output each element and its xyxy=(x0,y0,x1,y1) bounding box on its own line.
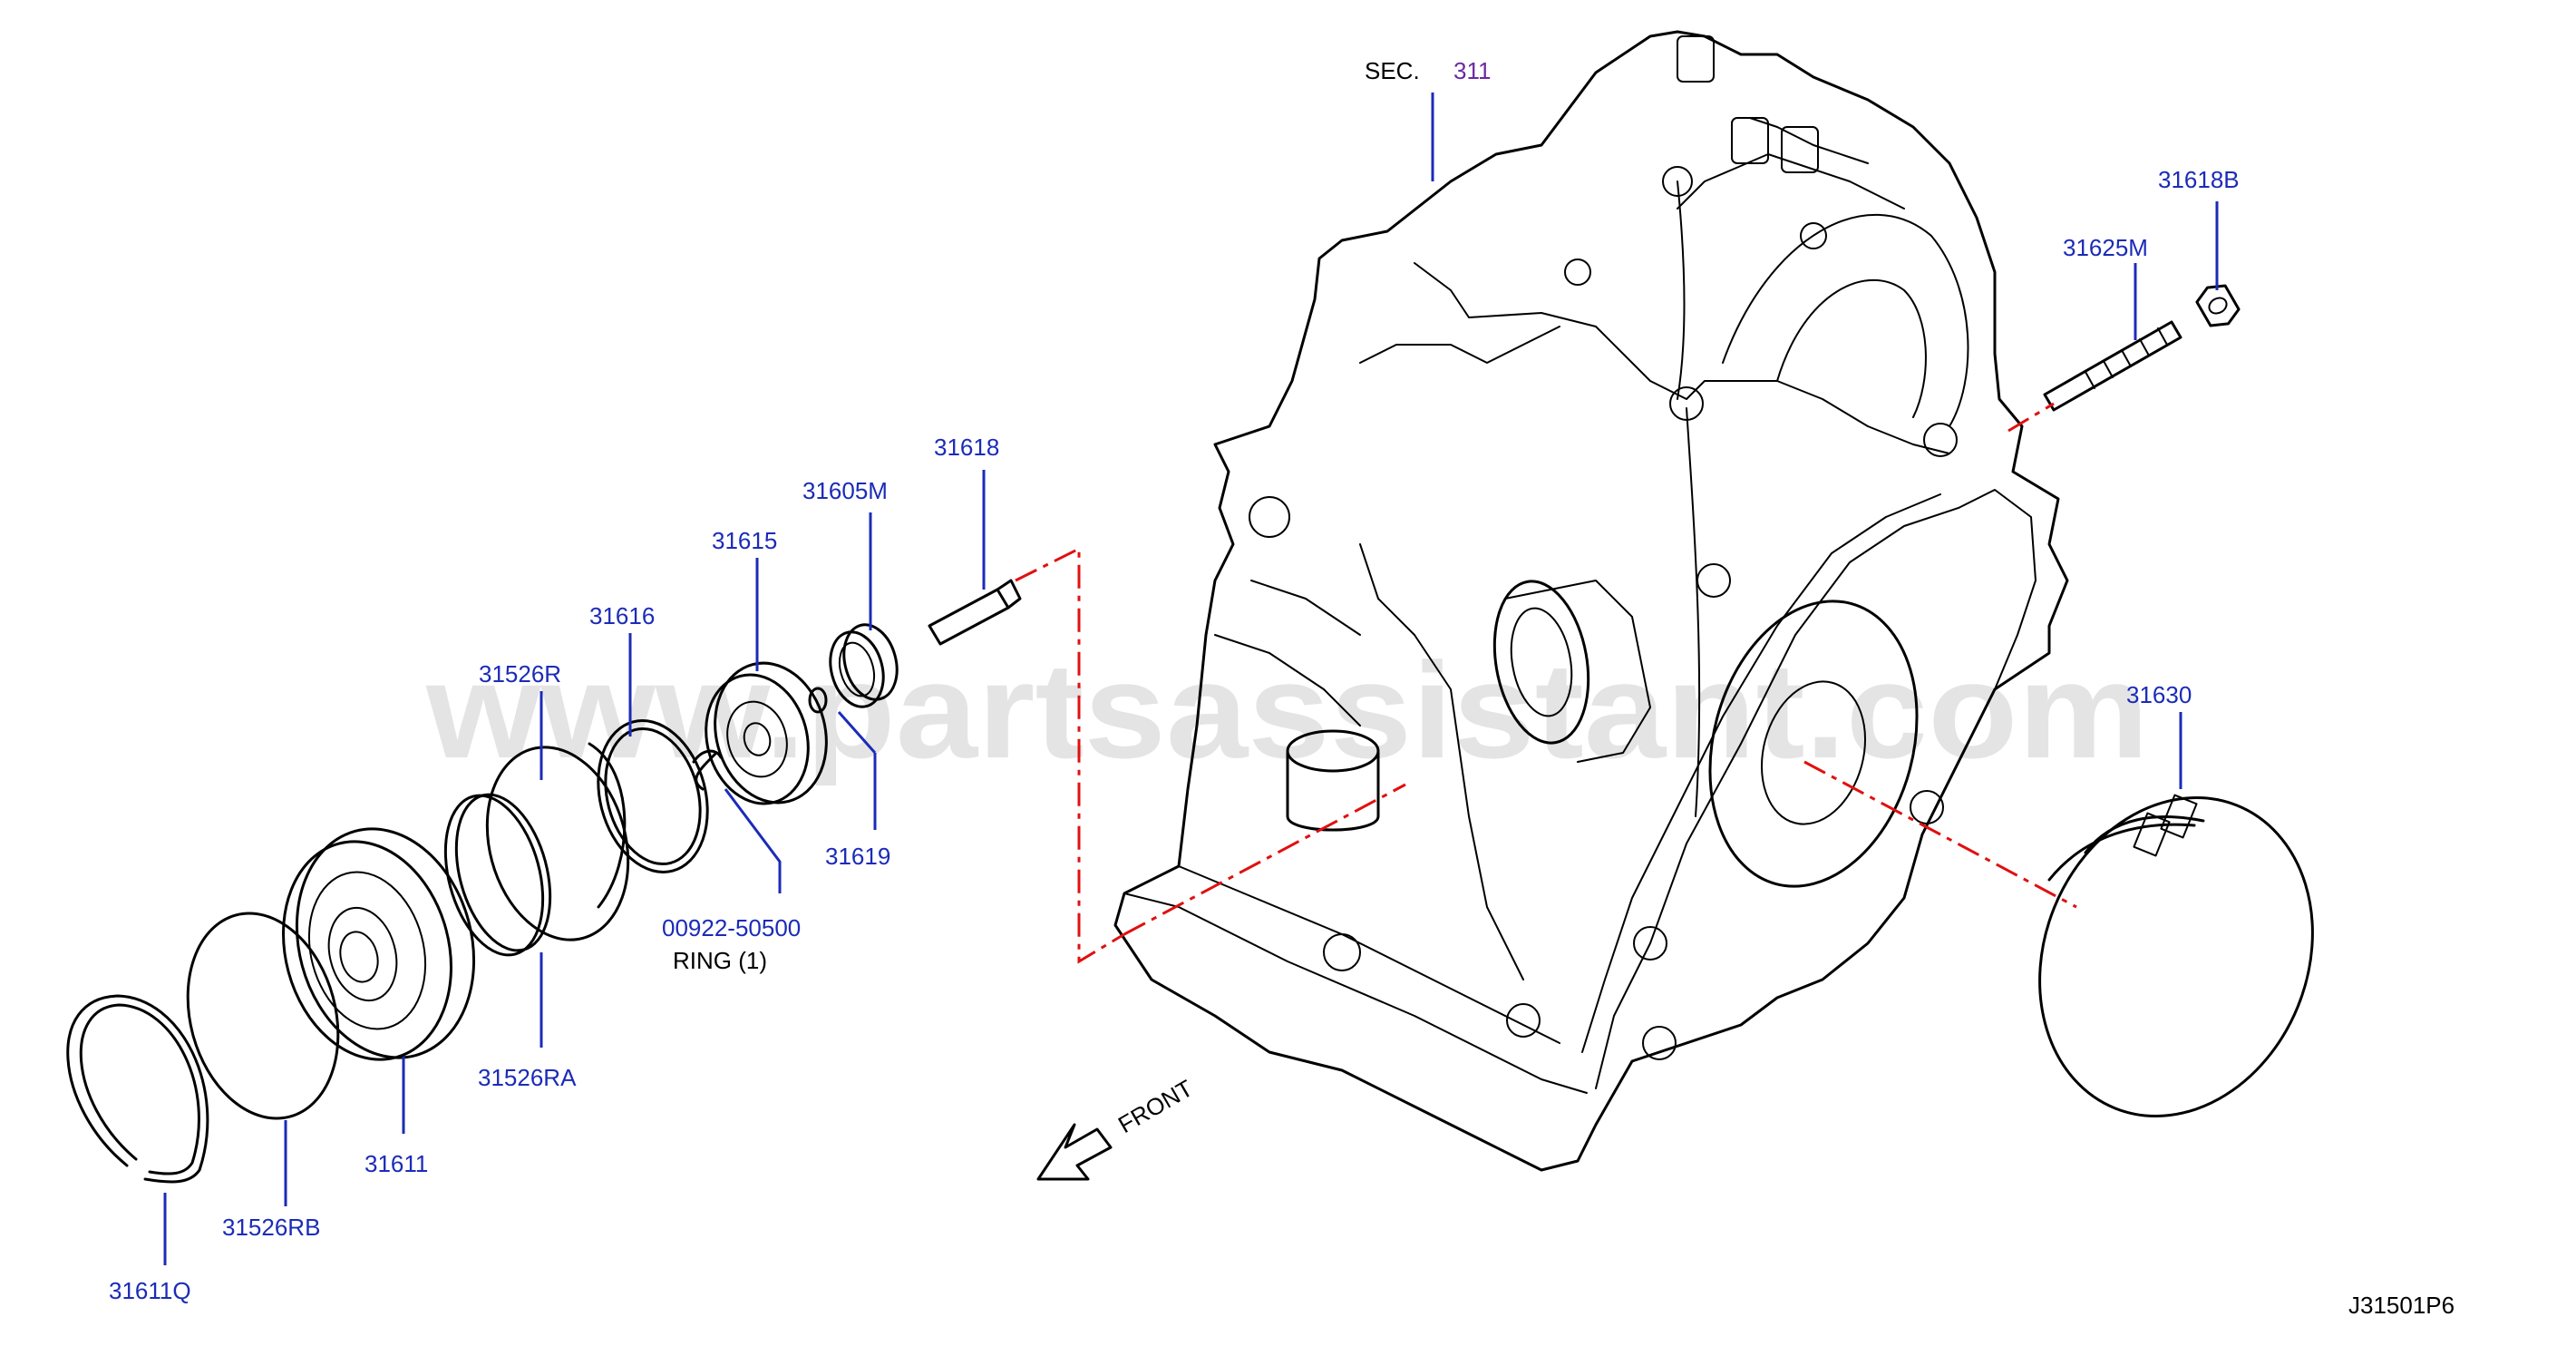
stud-and-nut: 31625M 31618B xyxy=(2007,166,2241,433)
snap-ring-31611Q: 31611Q xyxy=(66,994,209,1304)
callout-31616: 31616 xyxy=(589,602,655,629)
diagram-code: J31501P6 xyxy=(2348,1292,2454,1319)
callout-31526RB: 31526RB xyxy=(222,1214,320,1241)
seal-rings-31605M: 31605M xyxy=(802,477,899,708)
callout-31630: 31630 xyxy=(2126,681,2192,708)
brake-band: 31630 xyxy=(2038,681,2314,1118)
callout-31526R: 31526R xyxy=(479,660,561,688)
callout-31611Q: 31611Q xyxy=(109,1277,191,1304)
callout-31526RA: 31526RA xyxy=(478,1064,577,1091)
centerline-band xyxy=(1803,760,2077,909)
centerline-pin xyxy=(1015,546,1125,964)
callout-31611: 31611 xyxy=(365,1150,428,1177)
section-prefix: SEC. xyxy=(1365,57,1420,84)
centerline-stud xyxy=(2007,402,2055,433)
callout-00922-50500: 00922-50500 xyxy=(662,914,801,941)
seal-rings-31526: 31526R 31526RA xyxy=(443,660,630,1091)
ring-31526RB: 31526RB xyxy=(186,912,340,1241)
section-reference: SEC. 311 xyxy=(1365,57,1491,181)
pin-31618: 31618 xyxy=(928,434,1022,646)
ring-quantity-note: RING (1) xyxy=(673,947,767,974)
callout-31615: 31615 xyxy=(712,527,777,554)
snap-ring-00922: 00922-50500 RING (1) xyxy=(662,749,801,974)
centerline-cylinder xyxy=(1123,783,1406,936)
section-number: 311 xyxy=(1453,57,1491,84)
transmission-case xyxy=(1113,30,2069,1172)
callout-31618: 31618 xyxy=(934,434,999,461)
front-arrow: FRONT xyxy=(1036,1074,1198,1181)
callout-31618B: 31618B xyxy=(2158,166,2240,193)
oring-31619: 31619 xyxy=(808,687,890,870)
callout-31625M: 31625M xyxy=(2063,234,2148,261)
piston-31611: 31611 xyxy=(282,827,476,1177)
callout-31605M: 31605M xyxy=(802,477,888,504)
callout-31619: 31619 xyxy=(825,843,890,870)
front-label: FRONT xyxy=(1113,1074,1198,1138)
ring-31616: 31616 xyxy=(589,602,709,873)
